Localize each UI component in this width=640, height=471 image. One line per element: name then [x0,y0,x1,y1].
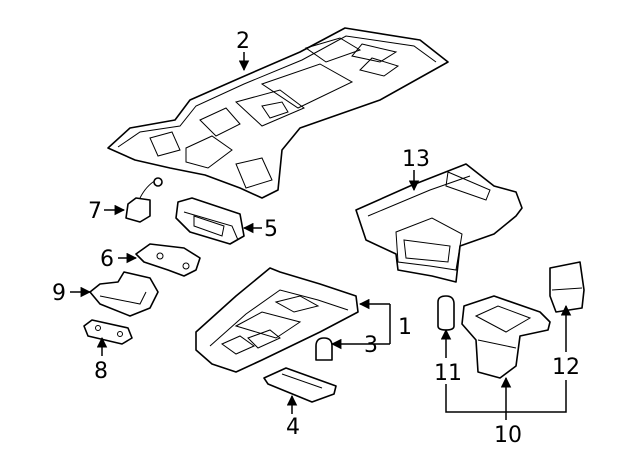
part-4-lens-cover [263,367,337,403]
part-8-clip [83,319,133,345]
callout-9: 9 [52,281,66,306]
leader-lines [70,52,572,420]
callout-5: 5 [264,217,278,242]
callout-2: 2 [236,29,250,54]
part-3-bulb [315,337,333,361]
part-11-bulb [437,295,455,331]
part-1-overhead-console [195,267,359,373]
part-5-lamp-housing [175,197,245,245]
callout-8: 8 [94,359,108,384]
part-2-headliner-frame [107,27,449,199]
callout-13: 13 [402,147,430,172]
part-6-bracket [135,243,201,277]
callout-12: 12 [552,355,580,380]
callout-labels: 2 7 5 6 9 8 1 3 4 13 11 12 10 [52,29,580,448]
part-12-clip [549,261,585,313]
part-10-lamp-assembly [461,295,551,379]
part-13-housing [355,163,523,283]
callout-4: 4 [286,415,300,440]
callout-10: 10 [494,423,522,448]
callout-7: 7 [88,199,102,224]
callout-3: 3 [364,333,378,358]
part-7-sensor [125,177,163,223]
callout-1: 1 [398,315,412,340]
part-9-mounting-bracket [89,271,159,317]
callout-6: 6 [100,247,114,272]
callout-11: 11 [434,361,462,386]
